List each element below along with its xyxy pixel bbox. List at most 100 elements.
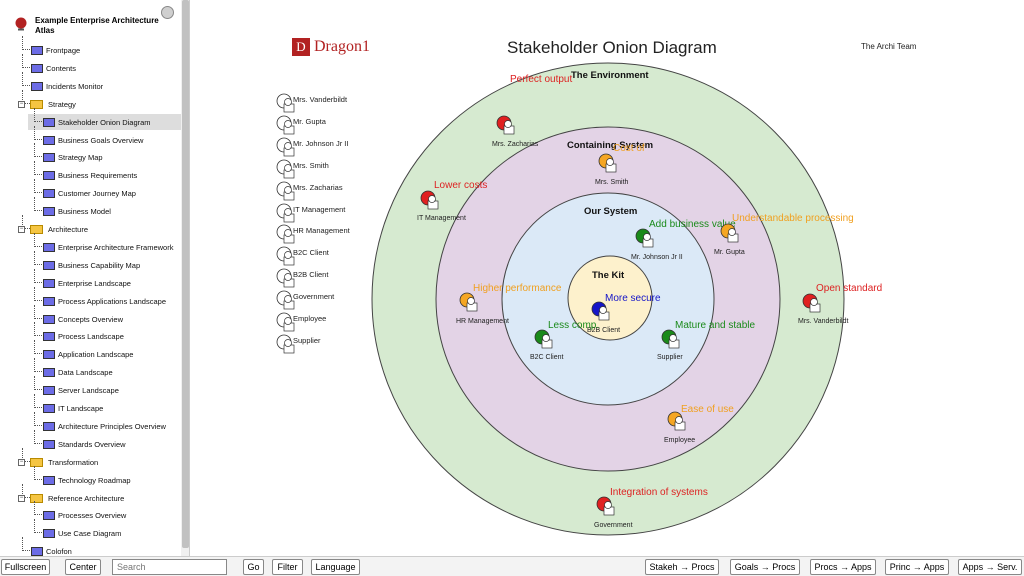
- sidebar-item[interactable]: Process Applications Landscape: [0, 286, 180, 309]
- stakeholder-icon[interactable]: [534, 329, 554, 349]
- legend-label: Government: [293, 292, 335, 302]
- page-icon: [43, 511, 55, 521]
- sidebar-item[interactable]: Server Landscape: [0, 376, 180, 398]
- legend-item[interactable]: Government: [276, 290, 366, 310]
- sidebar-item[interactable]: Frontpage: [0, 36, 180, 58]
- stakeholder-icon[interactable]: [596, 496, 616, 516]
- legend-item[interactable]: Supplier: [276, 334, 366, 354]
- view-button-goals-procs[interactable]: Goals → Procs: [730, 559, 800, 575]
- collapse-toggle-icon[interactable]: −: [18, 494, 25, 502]
- stakeholder-name: B2C Client: [530, 354, 564, 361]
- stakeholder-icon[interactable]: [459, 292, 479, 312]
- onion-diagram: [371, 62, 845, 536]
- legend-item[interactable]: Mrs. Smith: [276, 159, 366, 179]
- stakeholder-icon[interactable]: [635, 228, 655, 248]
- legend-item[interactable]: Mrs. Zacharias: [276, 181, 366, 200]
- legend-item[interactable]: Mrs. Vanderbildt: [276, 93, 366, 113]
- stakeholder-icon[interactable]: [720, 223, 740, 243]
- view-button-procs-apps[interactable]: Procs → Apps: [810, 559, 876, 575]
- stakeholder-concern: Perfect output: [510, 74, 573, 85]
- view-button-princ-apps[interactable]: Princ → Apps: [885, 559, 949, 575]
- sidebar-scrollbar[interactable]: [181, 0, 189, 556]
- sidebar-item[interactable]: Colofon: [0, 537, 180, 556]
- sidebar-item[interactable]: Architecture Principles Overview: [0, 411, 180, 434]
- stakeholder-name: Mrs. Zacharias: [492, 141, 539, 148]
- search-input[interactable]: [112, 559, 227, 575]
- legend-item[interactable]: Employee: [276, 312, 366, 332]
- view-button-stakeh-procs[interactable]: Stakeh → Procs: [645, 559, 719, 575]
- stakeholder-icon[interactable]: [420, 190, 440, 210]
- sidebar-item[interactable]: Concepts Overview: [0, 304, 180, 327]
- sidebar-item[interactable]: Data Landscape: [0, 358, 180, 380]
- sidebar-item[interactable]: Business Requirements: [0, 161, 180, 183]
- sidebar-item[interactable]: Incidents Monitor: [0, 71, 180, 94]
- collapse-toggle-icon[interactable]: −: [18, 100, 25, 108]
- sidebar-item[interactable]: Processes Overview: [0, 501, 180, 523]
- legend-item[interactable]: Mr. Johnson Jr II: [276, 137, 366, 157]
- sidebar-item[interactable]: −Transformation: [0, 447, 180, 470]
- sidebar-item[interactable]: Technology Roadmap: [0, 465, 180, 488]
- sidebar-item[interactable]: Enterprise Architecture Framework: [0, 232, 180, 255]
- collapse-toggle-icon[interactable]: −: [18, 226, 25, 233]
- brand-letter: D: [292, 38, 310, 56]
- stakeholder-person-icon: [276, 290, 296, 312]
- sidebar-item-label: Business Model: [58, 207, 111, 217]
- page-icon: [43, 189, 55, 199]
- sidebar-item[interactable]: Standards Overview: [0, 429, 180, 452]
- legend-item[interactable]: B2B Client: [276, 268, 366, 288]
- scrollbar-thumb[interactable]: [182, 0, 189, 548]
- view-button-apps-serv[interactable]: Apps → Serv.: [958, 559, 1022, 575]
- navigation-sidebar: Example Enterprise Architecture Atlas Fr…: [0, 0, 190, 556]
- legend-item[interactable]: HR Management: [276, 224, 366, 244]
- sidebar-item[interactable]: Process Landscape: [0, 322, 180, 344]
- go-button[interactable]: Go: [243, 559, 264, 575]
- stakeholder-icon[interactable]: [591, 301, 611, 321]
- sidebar-item-label: Incidents Monitor: [46, 81, 104, 91]
- legend-item[interactable]: IT Management: [276, 203, 366, 222]
- sidebar-item-label: Technology Roadmap: [58, 475, 131, 485]
- stakeholder-person-icon: [276, 246, 296, 268]
- page-icon: [31, 46, 43, 55]
- sidebar-item[interactable]: Use Case Diagram: [0, 519, 180, 541]
- filter-button[interactable]: Filter: [272, 559, 303, 575]
- fullscreen-button[interactable]: Fullscreen: [1, 559, 50, 575]
- sidebar-item[interactable]: Contents: [0, 53, 180, 76]
- sidebar-item-label: Reference Architecture: [48, 493, 125, 503]
- page-icon: [43, 332, 55, 342]
- stakeholder-icon[interactable]: [661, 329, 681, 349]
- language-button[interactable]: Language: [311, 559, 360, 575]
- stakeholder-icon[interactable]: [802, 293, 822, 313]
- tree-connector: [34, 322, 42, 337]
- stakeholder-concern: Less comp.: [548, 320, 600, 331]
- sidebar-item[interactable]: −Strategy: [0, 89, 180, 112]
- sidebar-item[interactable]: Stakeholder Onion Diagram: [0, 107, 181, 130]
- stakeholder-icon[interactable]: [598, 153, 618, 173]
- legend-label: Mrs. Zacharias: [293, 182, 343, 192]
- stakeholder-name: B2B Client: [587, 327, 621, 334]
- legend-item[interactable]: Mr. Gupta: [276, 115, 366, 135]
- sidebar-item[interactable]: IT Landscape: [0, 394, 180, 416]
- collapse-toggle-icon[interactable]: −: [18, 458, 25, 466]
- sidebar-item[interactable]: Customer Journey Map: [0, 179, 180, 201]
- tree-connector: [34, 286, 42, 301]
- sidebar-item[interactable]: Business Goals Overview: [0, 125, 180, 148]
- stakeholder-icon[interactable]: [667, 411, 687, 431]
- sidebar-item[interactable]: − Reference Architecture: [0, 483, 180, 506]
- center-button[interactable]: Center: [65, 559, 101, 575]
- legend-item[interactable]: B2C Client: [276, 246, 366, 266]
- sidebar-item[interactable]: Business Capability Map: [0, 250, 180, 273]
- tree-root[interactable]: Example Enterprise Architecture Atlas: [14, 16, 164, 36]
- sidebar-item[interactable]: −Architecture: [0, 215, 180, 237]
- stakeholder-name: Mrs. Vanderbildt: [798, 318, 849, 325]
- sidebar-item[interactable]: Business Model: [0, 197, 180, 219]
- close-icon[interactable]: [161, 6, 174, 19]
- tree-connector: [34, 197, 42, 212]
- sidebar-item[interactable]: Strategy Map: [0, 143, 180, 165]
- legend-label: HR Management: [293, 226, 350, 236]
- stakeholder-icon[interactable]: [496, 115, 516, 135]
- sidebar-item[interactable]: Application Landscape: [0, 340, 180, 362]
- stakeholder-concern: Mature and stable: [675, 320, 756, 331]
- sidebar-item[interactable]: Enterprise Landscape: [0, 268, 180, 291]
- diagram-title: Stakeholder Onion Diagram: [507, 38, 717, 57]
- sidebar-item-label: Colofon: [46, 547, 72, 556]
